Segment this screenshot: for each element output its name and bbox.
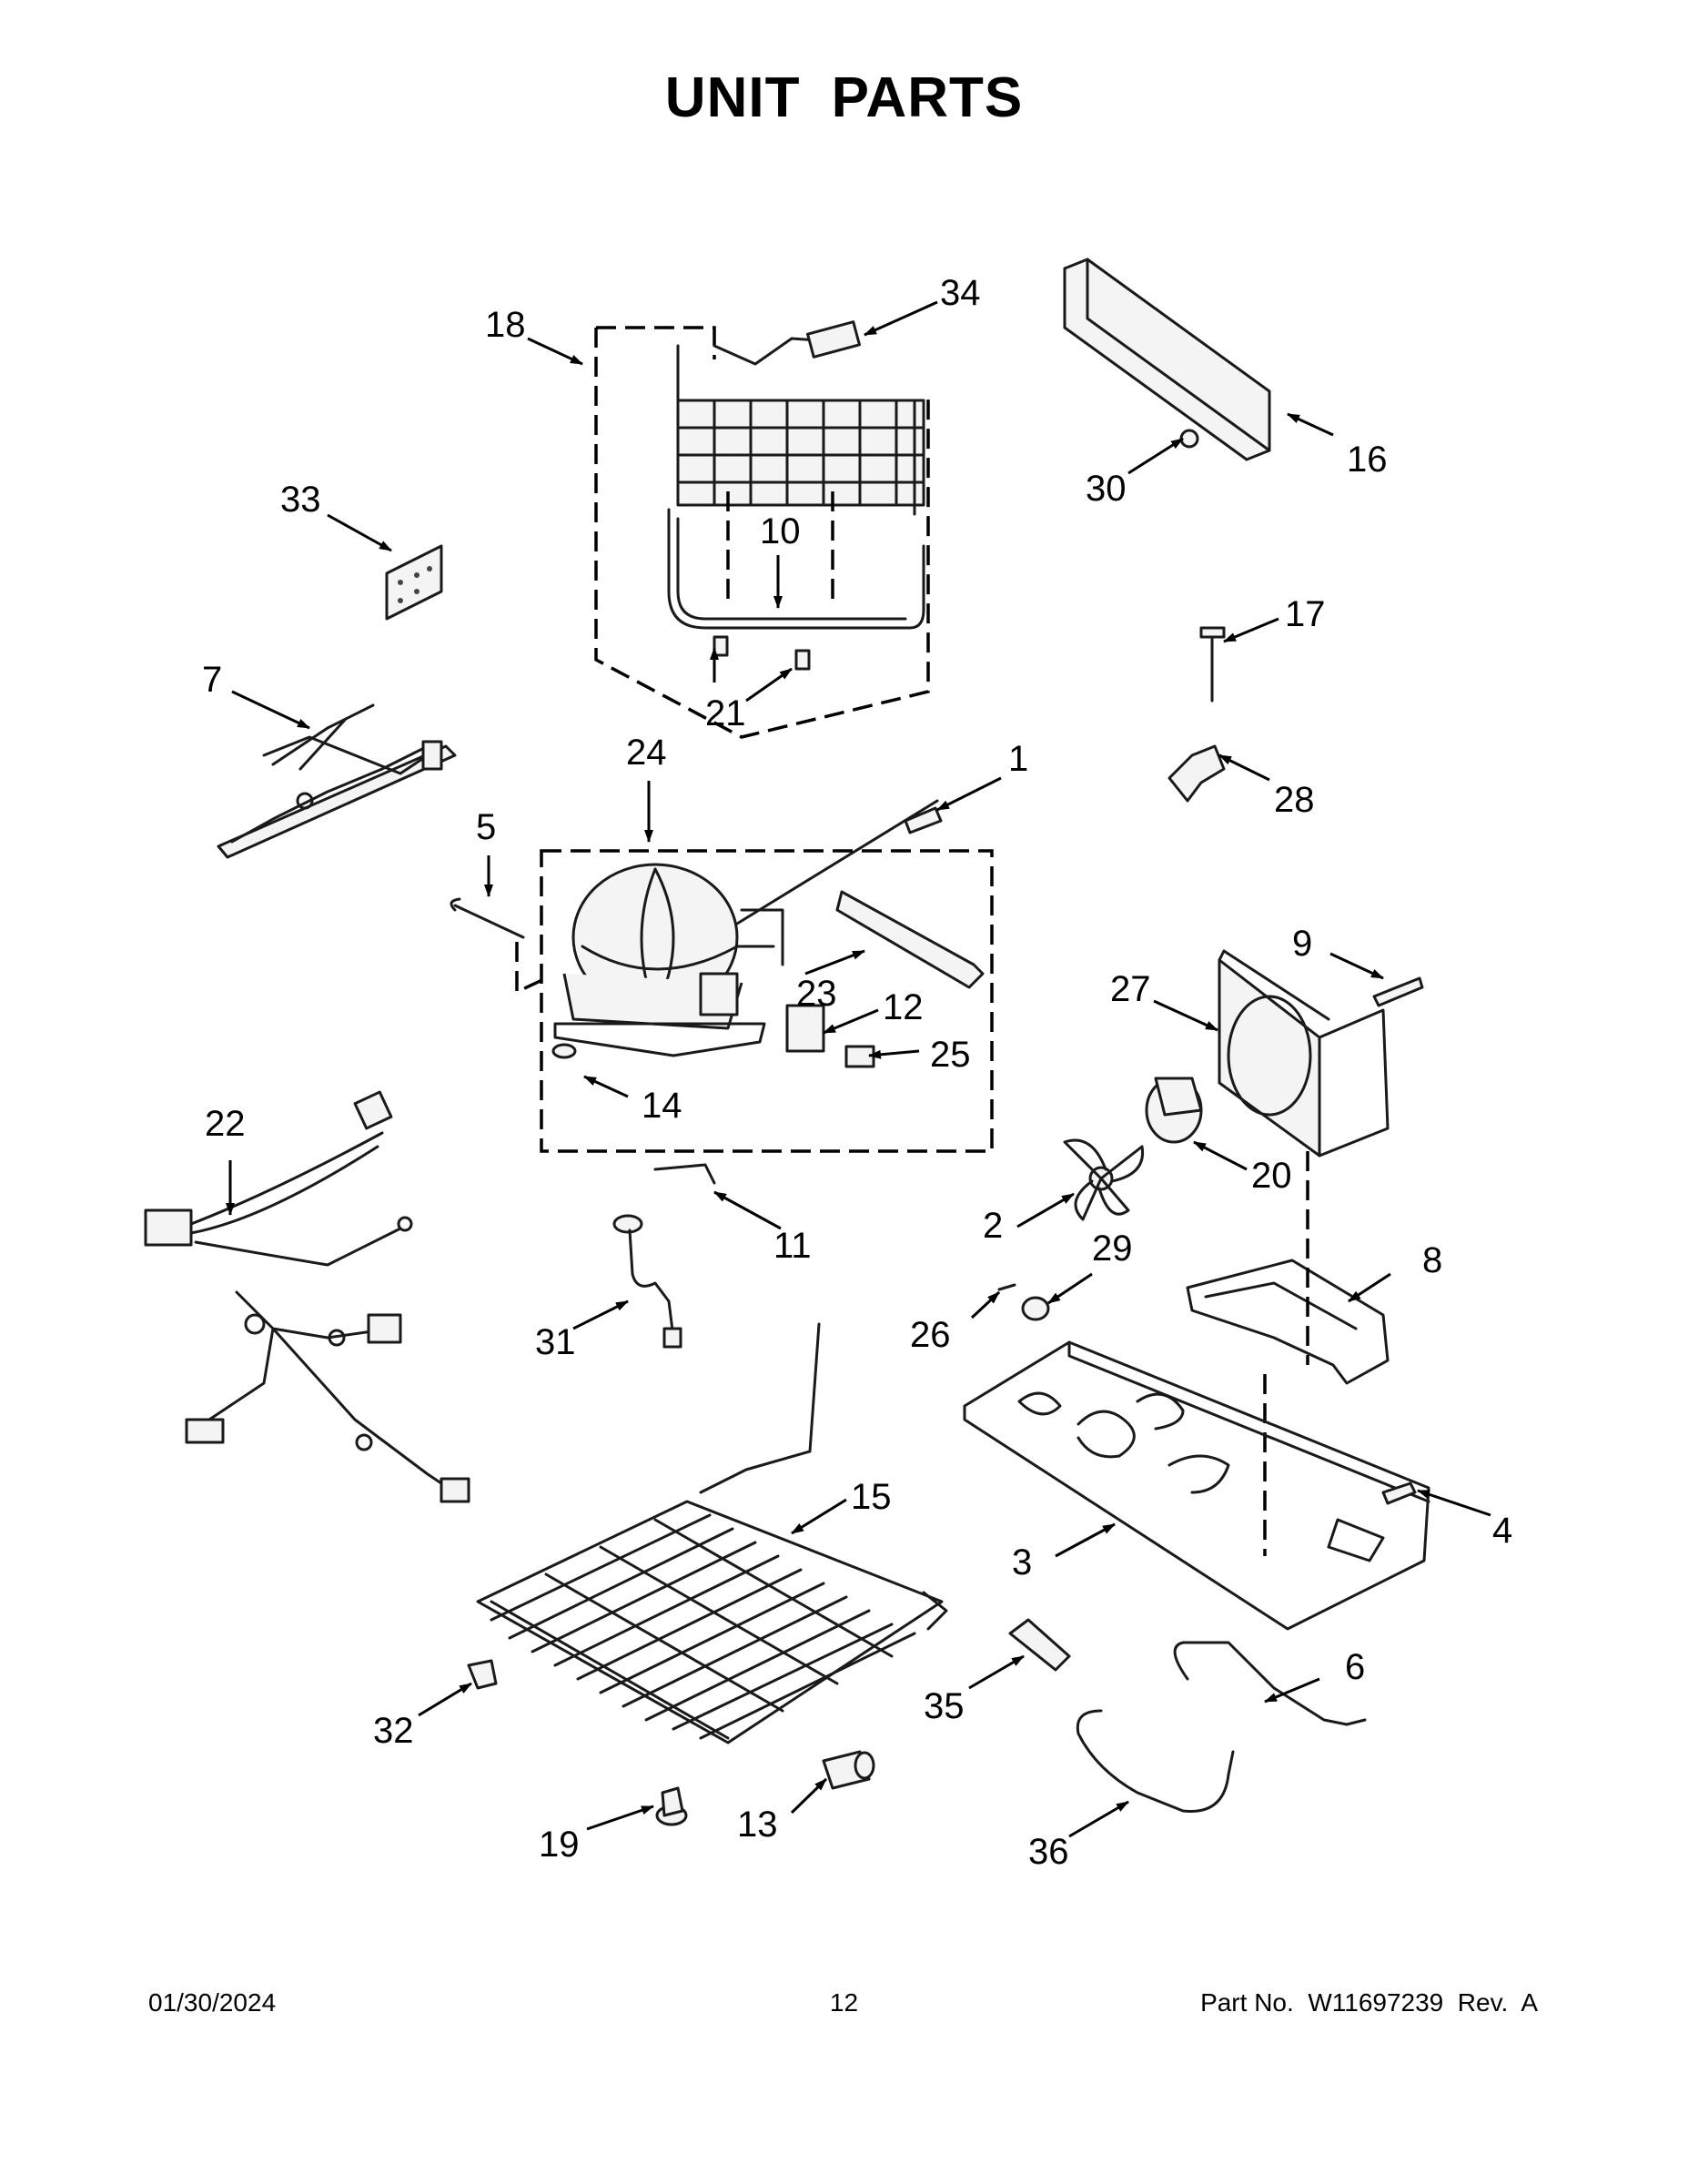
part-19-sensor bbox=[655, 1786, 688, 1826]
callout-22: 22 bbox=[205, 1104, 246, 1144]
callout-25: 25 bbox=[930, 1035, 971, 1075]
part-32-clip bbox=[467, 1659, 498, 1690]
callout-10: 10 bbox=[760, 511, 801, 551]
part-5-leader bbox=[515, 942, 547, 995]
callout-21: 21 bbox=[705, 693, 746, 733]
callout-33: 33 bbox=[280, 480, 321, 520]
callout-23: 23 bbox=[796, 974, 837, 1014]
footer-date: 01/30/2024 bbox=[148, 1988, 277, 2017]
part-24-compressor-assembly bbox=[540, 799, 994, 1153]
part-22-main-harness bbox=[144, 1090, 470, 1503]
callout-31: 31 bbox=[535, 1322, 576, 1362]
callout-27: 27 bbox=[1110, 969, 1151, 1009]
part-4-screw bbox=[1381, 1481, 1417, 1505]
callout-1: 1 bbox=[1008, 739, 1028, 779]
callout-32: 32 bbox=[373, 1711, 414, 1751]
callout-9: 9 bbox=[1292, 924, 1312, 964]
callout-3: 3 bbox=[1012, 1542, 1032, 1582]
footer-part-number: Part No. W11697239 Rev. A bbox=[1200, 1988, 1538, 2017]
callout-34: 34 bbox=[940, 273, 981, 313]
callout-7: 7 bbox=[202, 660, 222, 700]
part-3-base-plate bbox=[963, 1340, 1430, 1631]
motor-leader-lines bbox=[1263, 1151, 1309, 1556]
part-28-bracket bbox=[1167, 744, 1226, 803]
part-15-condenser bbox=[476, 1322, 948, 1744]
part-35-sleeve bbox=[1008, 1618, 1071, 1672]
callout-36: 36 bbox=[1028, 1832, 1069, 1872]
callout-19: 19 bbox=[539, 1825, 580, 1865]
leader-arrows bbox=[226, 300, 1491, 1838]
part-31-drain bbox=[612, 1214, 682, 1349]
part-1-fitting bbox=[904, 806, 943, 834]
page-title: UNIT PARTS bbox=[664, 66, 1024, 129]
callout-11: 11 bbox=[773, 1226, 812, 1266]
callout-17: 17 bbox=[1285, 594, 1326, 634]
part-16-duct bbox=[1063, 258, 1271, 461]
callout-35: 35 bbox=[924, 1686, 965, 1726]
callout-20: 20 bbox=[1251, 1156, 1292, 1196]
callout-8: 8 bbox=[1422, 1240, 1442, 1280]
part-20-fan-motor bbox=[1145, 1077, 1203, 1144]
callout-30: 30 bbox=[1086, 469, 1127, 509]
callout-6: 6 bbox=[1345, 1647, 1365, 1687]
callout-26: 26 bbox=[910, 1315, 951, 1355]
part-7-wire-harness bbox=[217, 703, 457, 859]
callout-2: 2 bbox=[983, 1206, 1003, 1246]
part-8-bracket bbox=[1186, 1259, 1390, 1385]
callout-28: 28 bbox=[1274, 780, 1315, 820]
part-29-grommet bbox=[1021, 1296, 1050, 1321]
part-11-clip bbox=[653, 1163, 716, 1185]
callout-18: 18 bbox=[485, 305, 526, 345]
callout-14: 14 bbox=[642, 1086, 682, 1126]
part-6-tube bbox=[1173, 1641, 1367, 1726]
part-36-tube bbox=[1076, 1709, 1235, 1813]
part-34-foam bbox=[806, 320, 861, 359]
footer-page-number: 12 bbox=[829, 1988, 859, 2017]
callout-5: 5 bbox=[476, 807, 496, 847]
part-17-screw bbox=[1199, 626, 1226, 703]
part-9-screw bbox=[1372, 976, 1424, 1007]
part-27-fan-shroud bbox=[1218, 949, 1390, 1158]
callout-12: 12 bbox=[883, 987, 924, 1027]
callout-29: 29 bbox=[1092, 1228, 1133, 1269]
part-5-link bbox=[450, 897, 525, 939]
callout-16: 16 bbox=[1347, 440, 1388, 480]
callout-13: 13 bbox=[737, 1805, 778, 1845]
callout-15: 15 bbox=[851, 1477, 892, 1517]
part-30-nut bbox=[1179, 429, 1199, 449]
callout-24: 24 bbox=[626, 733, 667, 773]
callout-labels: 1 2 3 4 5 6 7 8 9 10 11 12 13 14 15 16 1… bbox=[202, 273, 1512, 1872]
part-13-cap bbox=[822, 1750, 875, 1790]
part-26-pin bbox=[997, 1283, 1016, 1291]
part-33-board bbox=[385, 544, 443, 621]
part-18-evaporator-assembly bbox=[594, 326, 930, 739]
callout-4: 4 bbox=[1492, 1511, 1512, 1551]
part-2-fan-blade bbox=[1063, 1138, 1145, 1221]
